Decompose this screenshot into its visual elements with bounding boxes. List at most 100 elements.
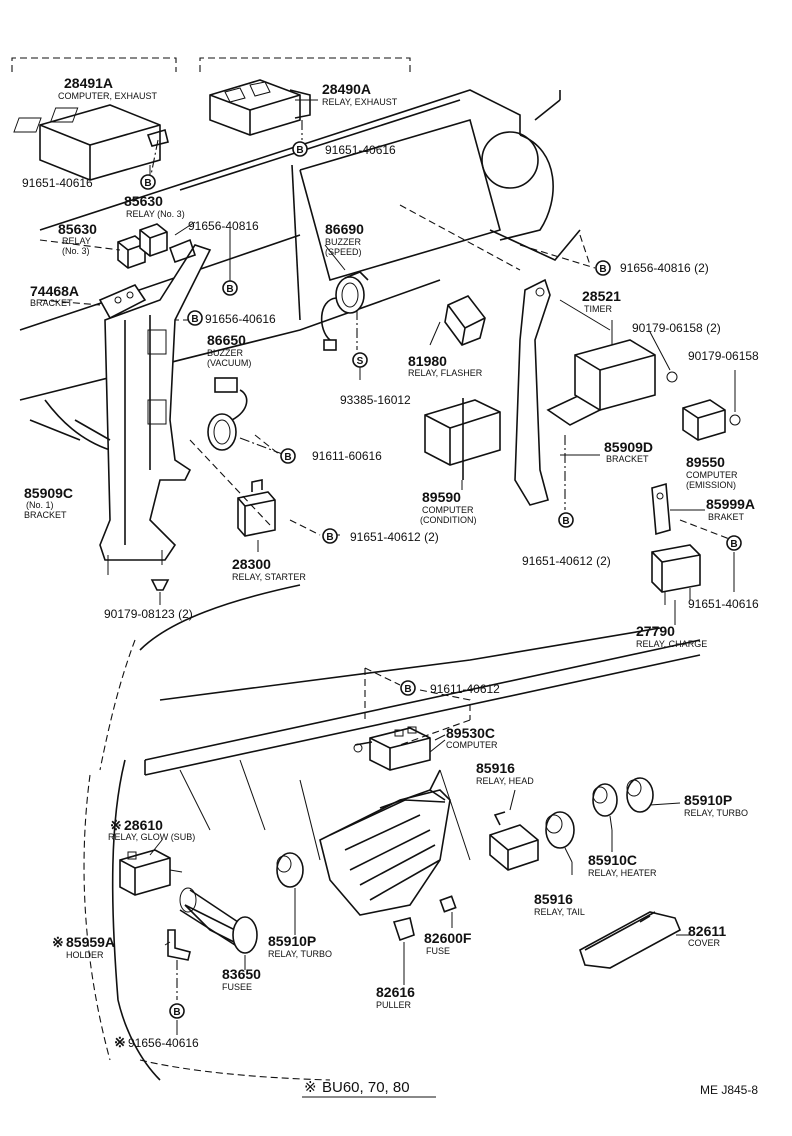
label-89530c: 89530C xyxy=(446,725,495,741)
part-89530c-computer xyxy=(353,726,431,771)
label-90179-06158: 90179-06158 xyxy=(688,349,759,363)
part-89550-computer-emission xyxy=(666,371,741,441)
svg-text:B: B xyxy=(404,684,411,695)
label-28610: 28610 xyxy=(124,817,163,833)
part-28521-timer xyxy=(574,320,656,411)
bolt-marker-b-5: B xyxy=(595,260,611,276)
part-81980-relay-flasher xyxy=(444,295,486,346)
bolt-marker-s: S xyxy=(352,352,368,368)
label-85959a: 85959A xyxy=(66,934,115,950)
label-91651-40616-r: 91651-40616 xyxy=(688,597,759,611)
label-89530c-name: COMPUTER xyxy=(446,740,498,750)
svg-text:B: B xyxy=(191,314,198,325)
group-brackets xyxy=(11,57,411,72)
part-85910p-relay-turbo-left xyxy=(276,852,304,935)
label-models: BU60, 70, 80 xyxy=(322,1079,410,1096)
part-28491a-computer-exhaust xyxy=(13,104,169,181)
part-85916-relay-head xyxy=(489,811,539,871)
bolt-marker-b-3: B xyxy=(222,280,238,296)
svg-text:B: B xyxy=(730,539,737,550)
label-74468a: 74468A xyxy=(30,283,79,299)
label-drawing-code: ME J845-8 xyxy=(700,1083,758,1097)
part-85909c-bracket xyxy=(74,238,212,575)
part-83650-fusee xyxy=(179,887,258,954)
bolt-marker-b-9: B xyxy=(726,535,742,551)
label-85959a-name: HOLDER xyxy=(66,950,104,960)
label-86690: 86690 xyxy=(325,221,364,237)
label-91651-40616-left: 91651-40616 xyxy=(22,176,93,190)
svg-text:B: B xyxy=(599,264,606,275)
label-85909d: 85909D xyxy=(604,439,653,455)
label-83650-name: FUSEE xyxy=(222,982,252,992)
label-85916-head: 85916 xyxy=(476,760,515,776)
label-82611: 82611 xyxy=(688,923,726,939)
label-91656-40616: 91656-40616 xyxy=(205,312,276,326)
label-82616-name: PULLER xyxy=(376,1000,412,1010)
label-82616: 82616 xyxy=(376,984,415,1000)
label-85630-b-name1: RELAY xyxy=(62,236,91,246)
svg-text:S: S xyxy=(357,356,364,367)
label-91656-40816-r: 91656-40816 (2) xyxy=(620,261,709,275)
label-85916-head-name: RELAY, HEAD xyxy=(476,776,534,786)
part-89590-computer-condition xyxy=(424,398,501,480)
bolt-markers: B B B B B S B B B B B B xyxy=(140,141,742,1019)
label-89550-name1: COMPUTER xyxy=(686,470,738,480)
label-85909c: 85909C xyxy=(24,485,73,501)
bolt-marker-b-2: B xyxy=(140,174,156,190)
part-28300-relay-starter xyxy=(237,479,276,537)
star-mark-28610: ※ xyxy=(110,817,122,833)
label-28490a-name: RELAY, EXHAUST xyxy=(322,97,398,107)
star-mark-91656: ※ xyxy=(114,1034,126,1050)
label-82611-name: COVER xyxy=(688,938,721,948)
label-90179-08123: 90179-08123 (2) xyxy=(104,607,193,621)
upper-leader-lines xyxy=(39,99,736,625)
part-90179-08123-clip xyxy=(150,579,170,591)
part-fuse-box xyxy=(319,769,451,916)
label-85910c: 85910C xyxy=(588,852,637,868)
part-86650-buzzer-vacuum xyxy=(207,377,286,456)
label-85916-tail: 85916 xyxy=(534,891,573,907)
label-82600f-name: FUSE xyxy=(426,946,450,956)
part-82600f-fuse xyxy=(439,895,457,913)
label-89550: 89550 xyxy=(686,454,725,470)
label-93385-16012: 93385-16012 xyxy=(340,393,411,407)
label-85999a: 85999A xyxy=(706,496,755,512)
label-28490a: 28490A xyxy=(322,81,371,97)
label-85909d-name: BRACKET xyxy=(606,454,649,464)
star-mark-models: ※ xyxy=(304,1079,317,1096)
label-27790-name: RELAY, CHARGE xyxy=(636,639,707,649)
bolt-marker-b-7: B xyxy=(322,528,338,544)
label-85999a-name: BRAKET xyxy=(708,512,745,522)
label-91611-40612: 91611-40612 xyxy=(430,682,500,696)
label-91656-40816-a: 91656-40816 xyxy=(188,219,259,233)
part-85910p-relay-turbo-right xyxy=(626,777,681,813)
bolt-marker-b-6: B xyxy=(280,448,296,464)
svg-text:B: B xyxy=(284,452,291,463)
label-82600f: 82600F xyxy=(424,930,472,946)
label-85630-a: 85630 xyxy=(124,193,163,209)
part-85910c-relay-heater xyxy=(592,783,618,831)
label-81980-name: RELAY, FLASHER xyxy=(408,368,483,378)
label-89550-name2: (EMISSION) xyxy=(686,480,736,490)
label-28491a: 28491A xyxy=(64,75,113,91)
star-marks: ※ ※ ※ ※ xyxy=(52,817,317,1096)
label-91651-40612-2b: 91651-40612 (2) xyxy=(522,554,611,568)
part-28610-relay-glow-sub xyxy=(119,849,183,896)
label-89590-name2: (CONDITION) xyxy=(420,515,477,525)
label-86650-name1: BUZZER xyxy=(207,348,244,358)
label-28300: 28300 xyxy=(232,556,271,572)
svg-text:B: B xyxy=(226,284,233,295)
part-85959a-holder xyxy=(167,929,191,961)
label-85910p-right: 85910P xyxy=(684,792,732,808)
label-89590-name1: COMPUTER xyxy=(422,505,474,515)
bolt-marker-b-1: B xyxy=(292,141,308,157)
label-83650: 83650 xyxy=(222,966,261,982)
label-28491a-name: COMPUTER, EXHAUST xyxy=(58,91,158,101)
part-27790-relay-charge xyxy=(651,544,701,605)
label-91651-40616-top: 91651-40616 xyxy=(325,143,396,157)
lower-panel-outline xyxy=(83,584,701,1081)
label-85630-b-name2: (No. 3) xyxy=(62,246,90,256)
part-85916-relay-tail xyxy=(545,811,575,863)
label-28300-name: RELAY, STARTER xyxy=(232,572,306,582)
